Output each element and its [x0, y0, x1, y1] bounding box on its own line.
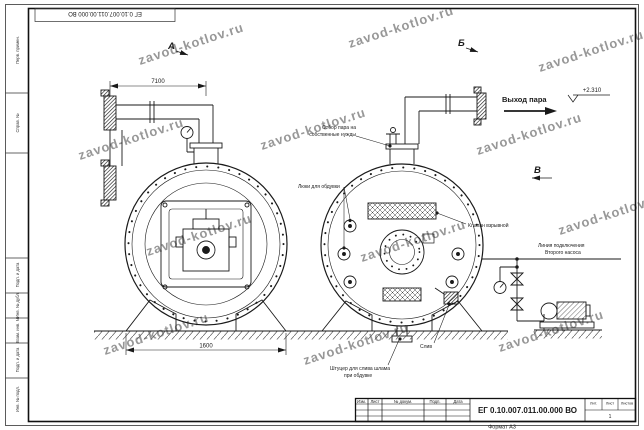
side-stamps: Перв. примен. Справ. № Подп. и дата Инв.… [15, 36, 20, 412]
drain-label: Слив [420, 344, 432, 350]
flange-bolt-ring [127, 165, 285, 323]
watermark: zavod-kotlov.ru [301, 320, 410, 368]
burner-port [196, 240, 216, 260]
pump-volute [540, 302, 558, 320]
pipe-flange [103, 95, 117, 131]
stamp-inv-podl: Инв. № подл. [15, 386, 20, 412]
tb-sheet: Лист [606, 402, 615, 406]
explosion-valve [367, 202, 437, 220]
stamp-podp-data-2: Подп. и дата [15, 347, 20, 372]
drawing-frame [5, 4, 639, 426]
pipe-flange [476, 92, 487, 120]
ground-right [316, 330, 508, 340]
steam-outlet-arrow-icon [504, 107, 557, 115]
front-plate [160, 200, 252, 290]
manometer [180, 126, 194, 153]
steam-outlet-piping [404, 86, 487, 144]
dimension-top-span [109, 81, 207, 96]
dim-top-span-value: 7100 [151, 79, 165, 85]
own-needs-label-1: Отбор пара на [322, 125, 356, 131]
dimension-base-span [125, 333, 287, 355]
tb-col-sign: Подп. [429, 399, 440, 404]
view-label-a: А [167, 41, 175, 52]
tb-designation: ЕГ 0.10.007.011.00.000 ВО [478, 406, 577, 415]
pipe-flange [103, 165, 117, 201]
title-block [354, 397, 637, 423]
bottom-grate [382, 287, 422, 302]
blow-hatches-label: Люки для обдувки [298, 184, 340, 190]
watermark: zavod-kotlov.ru [536, 27, 644, 75]
view-b-arrow-icon [465, 47, 479, 53]
steam-outlet-label: Выход пара [502, 95, 547, 104]
watermark: zavod-kotlov.ru [474, 110, 583, 158]
manhole [379, 229, 425, 275]
pump-motor [556, 301, 587, 320]
tb-sheets: Листов [621, 402, 633, 406]
stamp-inv-dubl: Инв. № дубл. [15, 292, 20, 318]
pressure-gauge [493, 281, 507, 294]
sludge-label-1: Штуцер для слива шлама [330, 366, 390, 372]
valve-symbol [509, 297, 525, 311]
view-label-v: В [534, 165, 541, 176]
tb-lit: Лит. [590, 402, 597, 406]
pump-base [539, 321, 595, 329]
stamp-vzam-inv: Взам. инв. № [15, 317, 20, 343]
stamp-perv-primen: Перв. примен. [15, 36, 20, 64]
elevation-value: +2.310 [583, 88, 602, 94]
tb-col-doc: № докум. [394, 399, 412, 404]
leader-lines [342, 135, 467, 366]
doc-number-inverted: ЕГ 0.10.007.011.00.000 ВО [68, 10, 142, 16]
sludge-label-2: при обдувке [344, 373, 372, 379]
pump-line-label-1: Линия подключения [538, 243, 585, 249]
tb-col-date: Дата [453, 399, 463, 404]
steam-dome [189, 142, 223, 164]
dim-base-span-value: 1600 [199, 344, 213, 350]
view-label-b: Б [458, 38, 465, 49]
boiler-front-view-a [100, 89, 288, 332]
valve-symbol [509, 272, 525, 286]
tb-sheet-value: 1 [609, 414, 612, 420]
own-needs-takeoff [390, 127, 396, 133]
tb-col-izm: Изм. [357, 399, 366, 404]
own-needs-label-2: собственные нужды [309, 132, 356, 138]
ground-left [94, 330, 318, 340]
left-piping [100, 89, 214, 207]
drain-valve [434, 287, 459, 305]
elevation-mark [567, 94, 610, 103]
format-label: Формат А3 [488, 425, 516, 430]
explosion-valve-label: Клапан взрывной [468, 222, 509, 229]
stamp-podp-data-1: Подп. и дата [15, 262, 20, 287]
watermark: zavod-kotlov.ru [76, 115, 185, 163]
watermark: zavod-kotlov.ru [556, 190, 644, 238]
pump-station [482, 257, 621, 339]
view-a-arrow-icon [175, 50, 189, 56]
watermark: zavod-kotlov.ru [346, 3, 455, 51]
pump-line-label-2: Второго насоса [545, 250, 581, 256]
steam-dome [385, 127, 419, 164]
stamp-sprav: Справ. № [15, 113, 20, 133]
tb-col-list: Лист [370, 399, 379, 404]
watermark: zavod-kotlov.ru [136, 20, 245, 68]
flange-bolt-ring [323, 166, 481, 324]
